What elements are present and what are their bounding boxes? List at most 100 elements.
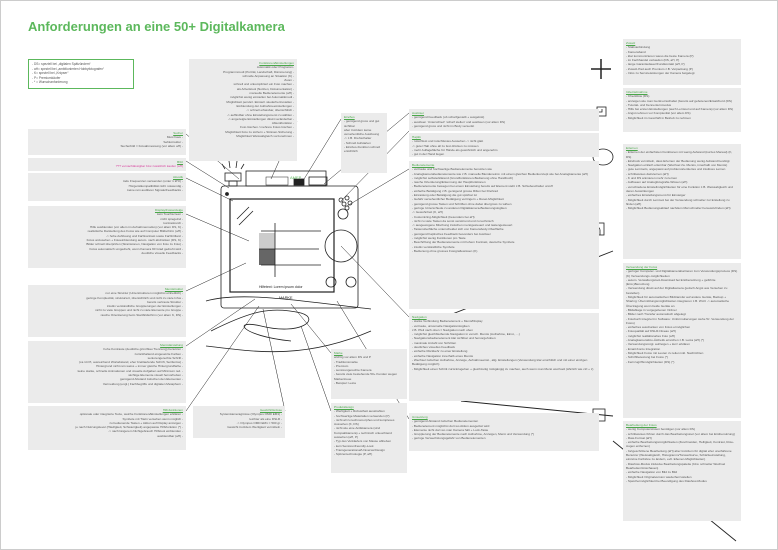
section-item: - rutschfest und rutschfestes Aussehen -… [412,139,484,144]
section-item: Systemkameragrösse (Olympus OMD EM1) - [219,412,282,417]
section-item: -> angezeigte Einstellungen direkt verän… [227,116,294,121]
section-title: Gewicht/Grösse [259,408,282,412]
section-title: Zusatz [626,41,636,45]
section-erlernen: Erlernen- Erlernen der einfachsten Funkt… [623,144,741,259]
legend-list: - DS= speziell bei „digitalen Spätzünder… [32,62,130,85]
section-item: - starke Verbindung Bedienelement + Menü… [412,319,483,324]
section-list: - Erlernen der einfachsten Funktionen mi… [626,150,738,210]
section-title: Navigation [412,315,427,319]
section-item: - Navigation einfach erlernbar (Wechsel … [626,163,728,168]
section-item: Symbole mit Titeln versehen wenn möglich… [122,416,183,421]
section-item: Fotos anzusehen + Fotoeinblendung autom.… [86,238,183,243]
section-item: Sehkorrektur - [163,139,183,144]
section-item: - Hilfe bei ersten Einstellungen (auch L… [626,107,734,112]
section-item: - Checkliste (DS) [626,94,650,99]
section-title: Ein/Aus [344,115,355,119]
page-title: Anforderungen an eine 50+ Digitalkamera [28,19,285,34]
section-item: - gute Lerntools, angepasst auf problemo… [626,167,726,172]
section-title: Auslöser [412,111,425,115]
section-item: - Einrastung oder Betätigung die gut spü… [412,193,477,198]
section-item: je nach Nutzungslevel (Häufigkeit, Schwi… [75,425,183,430]
flash-icon [221,160,245,187]
section-item: - schrittweises dazulernen (aH) [626,171,669,176]
section-item: - deutliches visuelles Feedback [412,345,455,350]
section-item: Möglichkeit Foto zu sichern + Stränen-Si… [225,129,294,134]
section-item: Ablenkfunktion - [271,121,294,126]
section-item: - Diashow-Modus inklusive Bearbeitungspa… [626,461,726,470]
section-item: - Möglichkeit durch Lerntool bei der Ver… [626,197,730,206]
plus-icon [591,59,611,79]
section-title: Menüdarstellung [160,343,183,347]
section-item: deutliche visuelle Feedbacks - [141,250,183,255]
section-list: - Stativanbindung- Kameraband- klar komm… [626,45,738,75]
section-item: - Wechsel zwischen Aufnahme, Anzeige, Au… [412,357,588,367]
section-item: - nicht zu viele Tasten da sonst verwirr… [412,218,494,223]
section-item: - Wertigkeit + Robustheit ausstrahlen [334,409,385,414]
section-item: - rasche Orientierung/Erkennung der Haup… [412,180,486,185]
section-item: nicht spiegelnd - [160,216,183,221]
section-list: - genügend Abstand zwischen Bedienelemen… [412,419,596,440]
section-item: - hochwertige Materialien verwenden (P) [334,413,390,418]
section-bearbeitung: Bearbeitung der Fotos- wenig Computerwis… [623,421,741,521]
section-ausloeser: Auslöser- genügend Feedback (ob scharfge… [409,109,599,131]
section-item: - fortgeschrittene Bearbeitung (aH) aber… [626,448,732,462]
section-title: Menüstruktur [164,287,183,291]
section-item: - Traditionsmarke [334,359,358,364]
section-item: - bereits viele bestehende 50+ Kunden we… [334,372,398,381]
section-item: Hilfe ausblenden (vor allem im Aufnahmem… [89,225,183,230]
section-item: - gut in der Hand liegen [412,152,445,157]
section-item: - möglichst selbsterklärend (Grundfunkti… [412,175,514,180]
section-item: -> auffindbar ohne Einstellungsmenü zu w… [226,112,294,117]
camera-body [220,185,359,309]
section-item: - anzeigen wie man Gerät einschaltet (be… [626,98,732,103]
section-item: Sucherbild = Fotoabmessung (vor allem aH… [120,143,183,148]
section-item: - Gruppierung der Bedienelemente nach Au… [412,432,535,437]
section-item: - möglichst gleichbleibende Navigation i… [412,332,520,337]
section-list: ??? vernachlässigbar bzw zusätzlich kauf… [31,164,183,168]
section-item: - geringe Verwechslungsgefahr von Bedien… [412,436,486,441]
section-item: keine rein auditiven Signale/Feedbacks - [127,187,183,192]
section-title: Haptik [412,135,421,139]
section-item: - Tastenoberfläche unterscheidet sich vo… [412,227,504,232]
section-einaus: Ein/Aus- genügend gross und gut sichtbar… [341,113,387,173]
hand-outline [205,296,372,353]
section-item: - Möglichkeit für automatischen Bildtran… [626,295,730,308]
section-list: nur eine Struktur (Unterstrukturen mögli… [31,291,183,317]
section-produkt: Produktdesign- Wertigkeit + Robustheit a… [331,403,407,473]
section-item: -> nach längerem Nichtgebrauch Hilfstool… [108,429,183,434]
section-item: - genügend haptisches Feedback besonders… [412,231,491,236]
section-item: - K und DS animieren mehr zu lernen [626,176,678,181]
section-item: hohe Kontraste (deutliche grün/blau Tren… [103,347,183,352]
section-item: - vertraute und hochwertige Bedienelemen… [412,167,492,172]
section-list: Systemkameragrösse (Olympus OMD EM1) -le… [196,412,282,429]
section-haptik: Haptik- rutschfest und rutschfestes Auss… [409,133,599,157]
section-title: Funktionen/Einstellungen [259,61,294,65]
section-item: Fotos automatisch umgedreht, wenn Kamera… [89,246,183,251]
section-item: Gewicht trotzdem Wertigkeit vermitteln - [227,425,282,430]
legend-item: - K= speziell bei „Knipser“ [32,71,69,76]
section-item: - klar kommunizieren wieso die beste Kam… [626,53,694,58]
section-item: - einfache Rückkehr zu einer Einstellung [412,349,468,354]
section-item: - Schriftbetextung bei Fotos (*) [626,355,668,360]
section-item: Bilder schnell überprüfen (Strainsionen,… [86,242,183,247]
section-list: - wenig Computerwissen benötigen (vor al… [626,427,738,483]
legend-box: - DS= speziell bei „digitalen Spätzünder… [28,59,134,89]
section-item: - intuitiv verständliche Symbole [412,244,455,249]
section-item: - autom. Verwaltungstool-Download bei Er… [626,277,716,287]
help-text: Hilfetext: Lorem ipsum dolor [259,285,303,289]
section-item: - Bildablage in vorgegebenen Ordner [626,307,677,312]
section-item: wichtige Elemente visuell hervorheben - [128,373,183,378]
section-item: - Raw-Format (aH) [626,435,652,440]
section-item: - genügend Abstand zwischen Bedienelemen… [412,419,479,424]
section-item: intuitiv verständliche Gruppierungen der… [106,304,183,309]
section-title: Produktdesign [334,405,354,409]
section-item: ??? vernachlässigbar bzw zusätzlich kauf… [115,164,183,169]
section-item: - Möglichkeit Bedienungsablauf nachdem M… [626,206,731,211]
section-inbetrieb: Inbetriebnahme- Checkliste (DS)- anzeige… [623,88,741,132]
section-item: kontrastreich - [163,220,183,225]
